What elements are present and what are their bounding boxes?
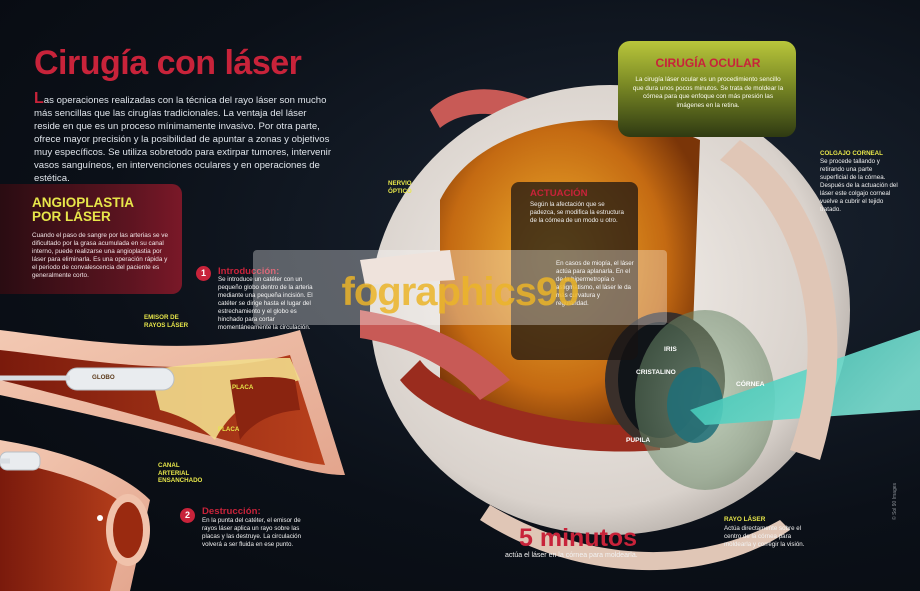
label-placa-1: PLACA xyxy=(232,384,254,391)
colgajo-text: Se procede tallando y retirando una part… xyxy=(820,158,898,213)
eye-muscle xyxy=(430,89,590,162)
step-1-title: Introducción: xyxy=(218,266,280,277)
image-credit: © Sol 90 Images xyxy=(892,482,898,520)
step-1-number: 1 xyxy=(196,266,211,281)
eyelid-lower xyxy=(480,505,790,571)
actuacion-panel xyxy=(511,182,638,360)
laser-beam xyxy=(690,330,920,425)
cirugia-ocular-title: CIRUGÍA OCULAR xyxy=(655,56,761,70)
label-cornea: CÓRNEA xyxy=(736,381,765,388)
label-emisor: EMISOR DE RAYOS LÁSER xyxy=(144,314,189,329)
actuacion-title: ACTUACIÓN xyxy=(530,188,588,199)
actuacion-text-2: En casos de miopía, el láser actúa para … xyxy=(556,260,634,307)
plaque-inner xyxy=(230,377,300,440)
duration-subtext: actúa el láser en la córnea para moldear… xyxy=(505,552,638,559)
label-cristalino: CRISTALINO xyxy=(636,369,676,376)
laser-emitter xyxy=(0,451,41,471)
step-1-text: Se introduce un catéter con un pequeño g… xyxy=(218,276,313,331)
rayo-laser-text: Actúa directamente sobre el centro de la… xyxy=(724,525,805,548)
label-placa-2: PLACA xyxy=(218,426,240,433)
step-2-number: 2 xyxy=(180,508,195,523)
artery-lower-opening-inner xyxy=(113,502,143,558)
balloon xyxy=(65,367,175,391)
angioplastia-panel xyxy=(0,184,182,294)
artery-illustration xyxy=(0,330,345,591)
eyelid xyxy=(720,140,838,460)
label-pupila: PUPILA xyxy=(626,437,651,444)
artery-lower-lumen xyxy=(0,460,130,591)
watermark-box xyxy=(253,250,667,325)
retina-layer xyxy=(400,360,660,452)
intro-paragraph: Las operaciones realizadas con la técnic… xyxy=(34,90,334,185)
rayo-laser-title: RAYO LÁSER xyxy=(724,516,766,523)
step-2-text: En la punta del catéter, el emisor de ra… xyxy=(202,517,302,548)
laser-point xyxy=(97,515,103,521)
duration-heading: 5 minutos xyxy=(519,524,638,552)
colgajo-title: COLGAJO CORNEAL xyxy=(820,150,883,157)
label-nervio-optico: NERVIO ÓPTICO xyxy=(388,180,412,195)
angioplastia-title-line1: ANGIOPLASTIA xyxy=(32,195,135,210)
label-iris: IRIS xyxy=(664,346,677,353)
optic-nerve xyxy=(360,250,455,285)
angioplastia-text: Cuando el paso de sangre por las arteria… xyxy=(32,232,169,279)
lower-muscle xyxy=(360,310,510,400)
angioplastia-title: ANGIOPLASTIA POR LÁSER xyxy=(32,196,134,224)
cirugia-ocular-panel xyxy=(618,41,796,137)
intro-drop-cap: L xyxy=(34,90,44,107)
label-canal: CANAL ARTERIAL ENSANCHADO xyxy=(158,462,203,484)
actuacion-text-1: Según la afectación que se padezca, se m… xyxy=(530,201,624,224)
watermark-text: fographics90 xyxy=(341,270,580,314)
label-globo: GLOBO xyxy=(92,374,115,381)
angioplastia-title-line2: POR LÁSER xyxy=(32,209,111,224)
step-2-title: Destrucción: xyxy=(202,506,261,517)
cirugia-ocular-text: La cirugía láser ocular es un procedimie… xyxy=(632,76,784,109)
intro-text: as operaciones realizadas con la técnica… xyxy=(34,95,332,184)
page-title: Cirugía con láser xyxy=(34,44,302,82)
